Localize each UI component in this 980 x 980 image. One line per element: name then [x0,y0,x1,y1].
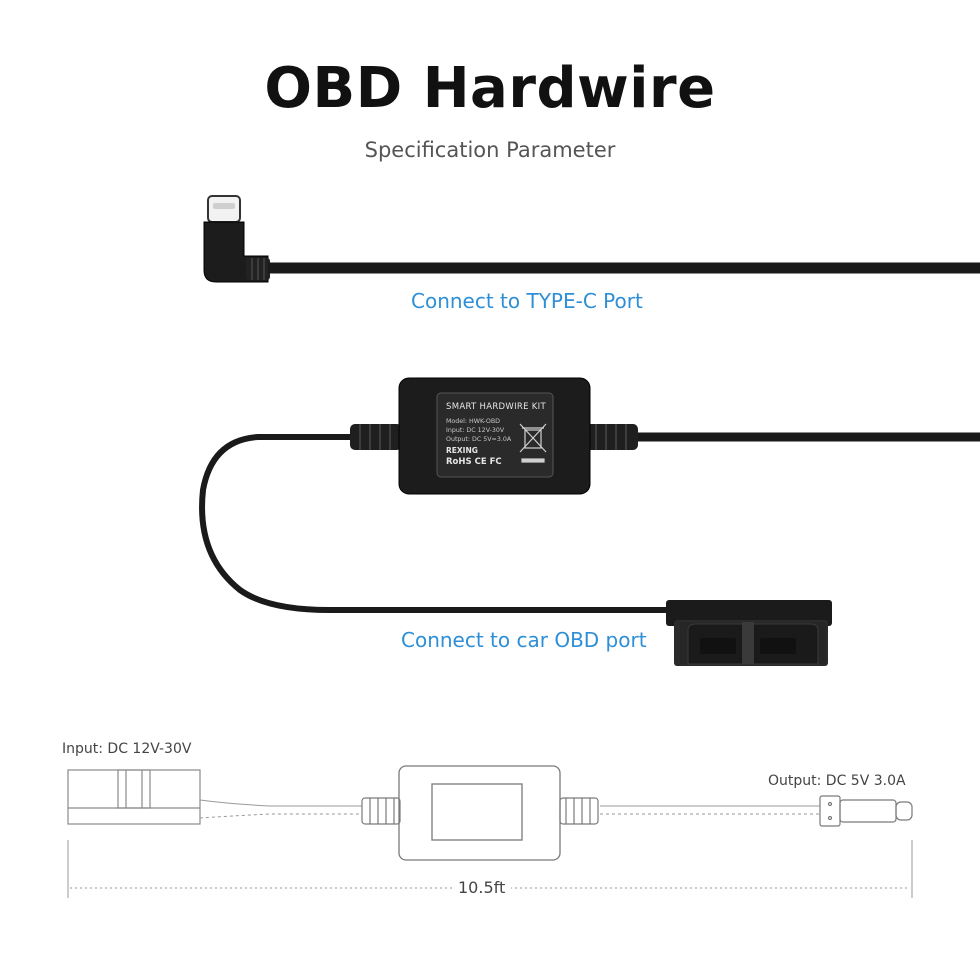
obd-connector [666,600,832,666]
typec-caption: Connect to TYPE-C Port [411,289,643,313]
obd-flat-cable [199,434,674,613]
module-label-output: Output: DC 5V=3.0A [446,436,512,443]
module-label-certs: RoHS CE FC [446,457,502,467]
module-strain-relief-left [350,424,402,450]
recycle-bin-icon [519,423,547,463]
module-strain-relief-right [586,424,638,450]
diagram-module-outline [398,765,561,861]
diagram-strain-reliefs [361,797,599,825]
input-spec: Input: DC 12V-30V [62,741,192,757]
cable-length: 10.5ft [452,878,512,897]
diagram-typec-outline [819,795,913,827]
module-label-name: SMART HARDWIRE KIT [446,402,546,412]
module-label-input: Input: DC 12V-30V [446,427,505,434]
page-subtitle: Specification Parameter [364,138,616,162]
output-spec: Output: DC 5V 3.0A [768,773,906,789]
typec-connector [203,195,270,283]
diagram-obd-outline [67,769,201,825]
module-label-model: Model: HWK-OBD [446,418,501,425]
diagram-cables [199,799,820,819]
module-label-brand: REXING [446,446,478,455]
obd-caption: Connect to car OBD port [401,628,647,652]
page-title: OBD Hardwire [264,56,716,121]
